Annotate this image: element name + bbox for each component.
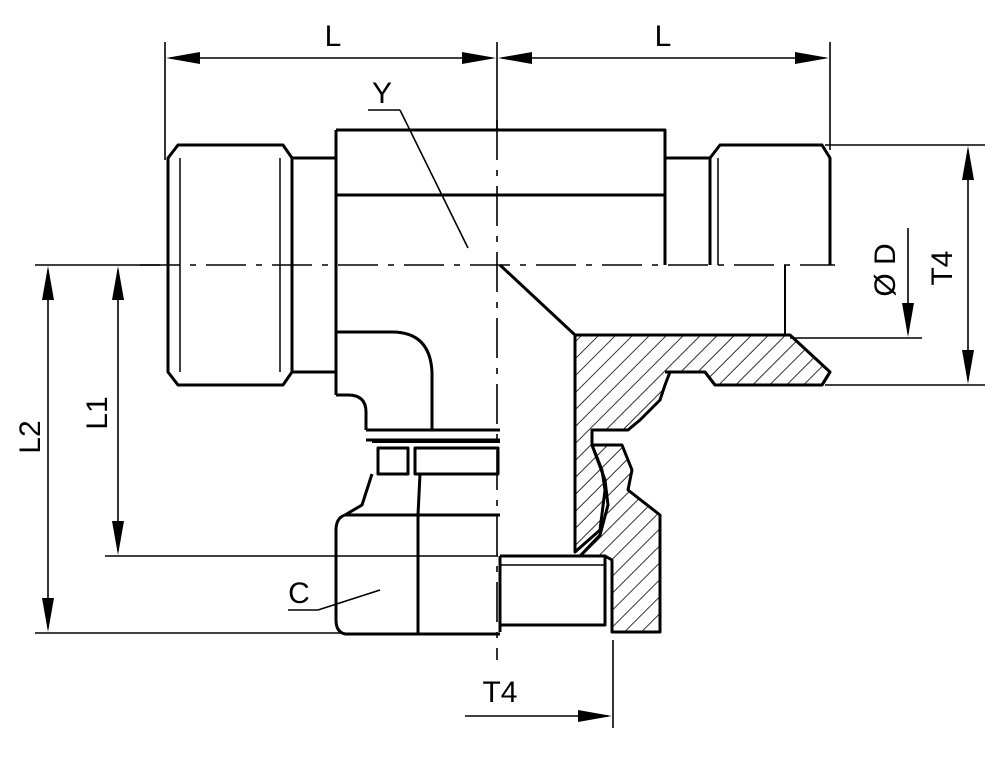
label-length-right: L: [655, 20, 672, 53]
label-body-mark: Y: [372, 77, 392, 110]
label-height-l2: L2: [14, 420, 47, 453]
dimension-arrowheads: [42, 52, 974, 722]
label-nut-mark: C: [288, 577, 310, 610]
label-length-left: L: [325, 20, 342, 53]
label-outer-diameter: Ø D: [869, 243, 902, 296]
label-thread-right: T4: [926, 250, 959, 285]
leader-lines: [288, 109, 469, 611]
section-hatching: [573, 333, 832, 634]
dimension-lines: [35, 42, 985, 728]
label-height-l1: L1: [81, 396, 114, 429]
center-lines: [140, 120, 835, 660]
label-thread-bottom: T4: [482, 676, 517, 709]
